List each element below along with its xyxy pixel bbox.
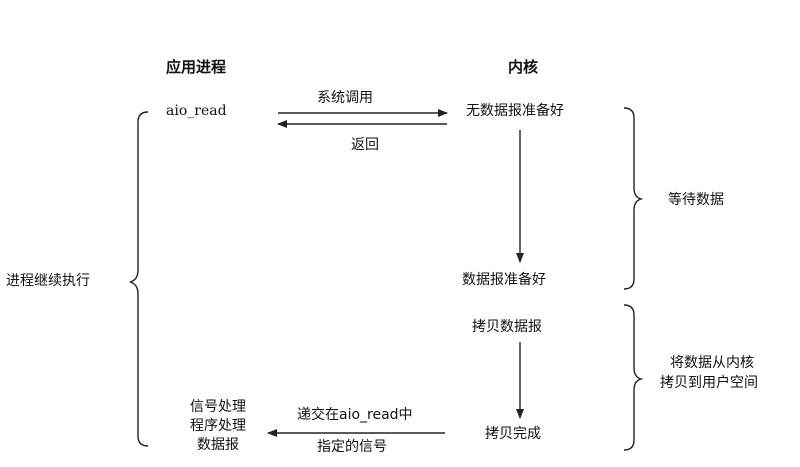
syscall-label: 系统调用 (317, 90, 373, 106)
copy-datagram-label: 拷贝数据报 (472, 319, 542, 335)
kernel-header: 内核 (508, 58, 539, 76)
deliver-signal-label-bottom: 指定的信号 (317, 439, 387, 455)
signal-handler-label: 信号处理 程序处理 数据报 (176, 398, 260, 455)
left-brace (129, 111, 149, 447)
copy-phase-label-bottom: 拷贝到用户空间 (660, 375, 758, 391)
copy-brace (623, 304, 644, 451)
process-continues-label: 进程继续执行 (6, 273, 90, 289)
aio-read-call-label: aio_read (166, 103, 227, 119)
no-datagram-ready-label: 无数据报准备好 (466, 103, 564, 119)
copy-complete-label: 拷贝完成 (485, 426, 541, 442)
wait-for-data-label: 等待数据 (668, 192, 724, 208)
return-label: 返回 (351, 137, 379, 153)
copy-phase-label-top: 将数据从内核 (670, 355, 754, 371)
signal-handler-line: 数据报 (197, 437, 239, 453)
deliver-signal-label-top: 递交在aio_read中 (297, 407, 413, 423)
signal-handler-line: 信号处理 (190, 399, 246, 415)
datagram-ready-label: 数据报准备好 (462, 272, 546, 288)
app-process-header: 应用进程 (166, 58, 227, 76)
signal-handler-line: 程序处理 (190, 418, 246, 434)
wait-brace (623, 107, 644, 290)
